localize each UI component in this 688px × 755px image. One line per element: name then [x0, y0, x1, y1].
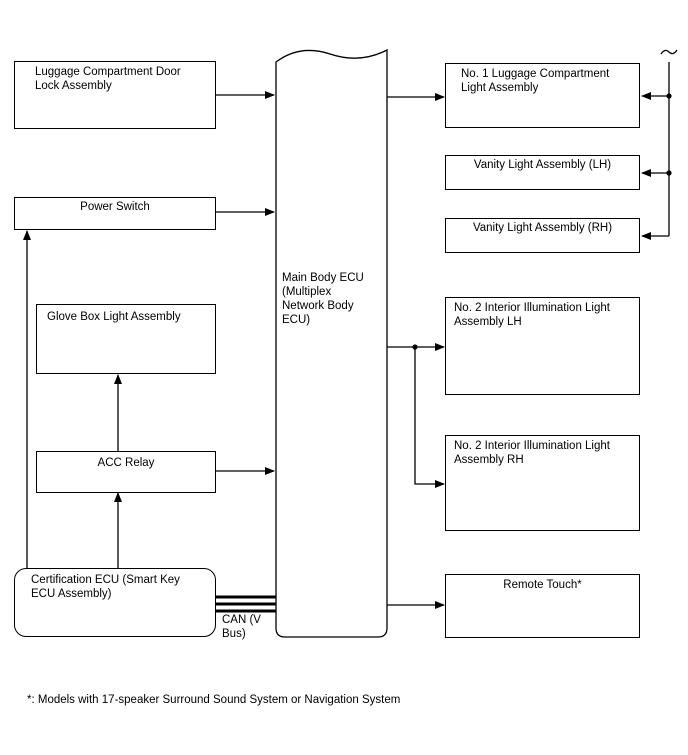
junction-dot [666, 170, 672, 176]
luggage-door-lock-label: Luggage Compartment Door Lock Assembly [35, 66, 181, 92]
can-bus-label: CAN (V Bus) [222, 614, 261, 640]
junction-dot [666, 93, 672, 99]
glove-box-light-label: Glove Box Light Assembly [47, 311, 181, 323]
wire-break-symbol [660, 49, 678, 55]
main-body-ecu-shape [275, 48, 388, 638]
interior-rh-box: No. 2 Interior Illumination Light Assemb… [445, 435, 640, 531]
junction-dot [412, 344, 418, 350]
main-body-ecu-label: Main Body ECU (Multiplex Network Body EC… [282, 272, 364, 326]
remote-touch-box: Remote Touch* [445, 574, 640, 638]
footnote: *: Models with 17-speaker Surround Sound… [27, 694, 401, 706]
interior-lh-label: No. 2 Interior Illumination Light Assemb… [454, 302, 610, 328]
vanity-lh-label: Vanity Light Assembly (LH) [473, 159, 612, 171]
wire-ecu-to-interior-rh [414, 347, 445, 488]
acc-relay-label: ACC Relay [97, 457, 155, 469]
interior-lh-box: No. 2 Interior Illumination Light Assemb… [445, 297, 640, 395]
power-switch-label: Power Switch [80, 201, 150, 213]
acc-relay-box: ACC Relay [36, 451, 216, 493]
glove-box-light-box: Glove Box Light Assembly [36, 304, 216, 374]
luggage-door-lock-box: Luggage Compartment Door Lock Assembly [14, 61, 216, 129]
vanity-rh-box: Vanity Light Assembly (RH) [445, 218, 640, 253]
luggage-light-1-label: No. 1 Luggage Compartment Light Assembly [461, 68, 610, 94]
vanity-lh-box: Vanity Light Assembly (LH) [445, 155, 640, 190]
certification-ecu-label: Certification ECU (Smart Key ECU Assembl… [31, 574, 180, 600]
interior-rh-label: No. 2 Interior Illumination Light Assemb… [454, 440, 610, 466]
power-switch-box: Power Switch [14, 197, 216, 230]
luggage-light-1-box: No. 1 Luggage Compartment Light Assembly [445, 63, 640, 128]
remote-touch-label: Remote Touch* [503, 579, 582, 591]
vanity-rh-label: Vanity Light Assembly (RH) [472, 222, 613, 234]
certification-ecu-box: Certification ECU (Smart Key ECU Assembl… [14, 568, 216, 637]
